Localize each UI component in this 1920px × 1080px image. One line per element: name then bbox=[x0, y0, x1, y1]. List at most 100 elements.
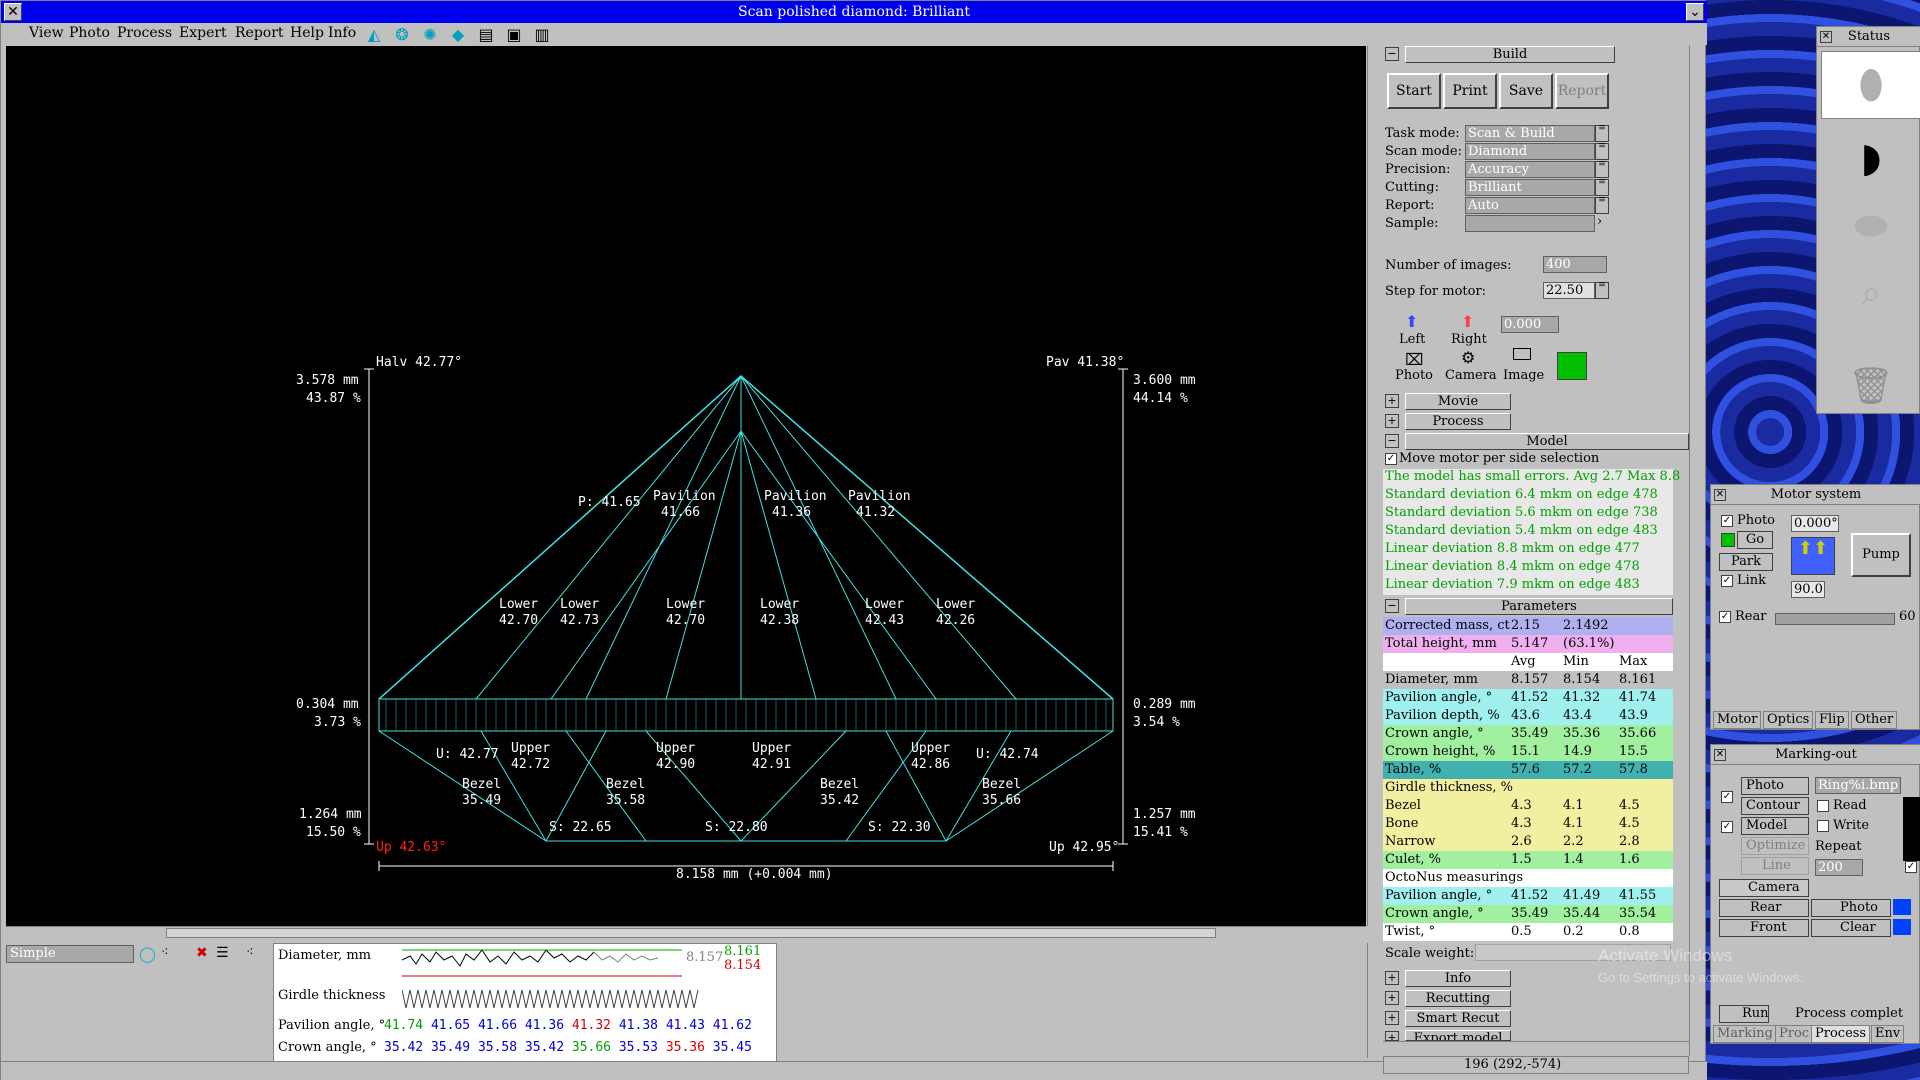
image-icon[interactable] bbox=[1513, 348, 1531, 360]
diamond-wire-icon[interactable]: ✺ bbox=[423, 25, 437, 44]
menu-expert[interactable]: Expert bbox=[179, 25, 227, 41]
recutting-header[interactable]: Recutting bbox=[1405, 990, 1511, 1007]
line-button[interactable]: Line bbox=[1741, 857, 1809, 875]
collapse-build-icon[interactable]: − bbox=[1385, 47, 1399, 61]
photo-checkbox[interactable]: ✓ bbox=[1721, 515, 1733, 527]
v-checkbox[interactable]: ✓ bbox=[1905, 861, 1917, 873]
expand-export-icon[interactable]: + bbox=[1385, 1031, 1399, 1041]
run-button[interactable]: Run bbox=[1719, 1005, 1769, 1023]
panel-hscrollbar[interactable] bbox=[1383, 1041, 1689, 1051]
tab-other[interactable]: Other bbox=[1851, 711, 1898, 729]
chevron-right-icon[interactable]: › bbox=[1597, 214, 1603, 229]
dropdown-icon[interactable]: ≡ bbox=[1595, 178, 1609, 196]
expand-movie-icon[interactable]: + bbox=[1385, 394, 1399, 408]
menu-photo[interactable]: Photo bbox=[69, 25, 110, 41]
scroll-thumb[interactable] bbox=[166, 928, 1216, 938]
precision-select[interactable]: Accuracy bbox=[1465, 161, 1595, 178]
parameters-header[interactable]: Parameters bbox=[1405, 598, 1673, 615]
expand-recutting-icon[interactable]: + bbox=[1385, 991, 1399, 1005]
motor-speed-field[interactable]: 90.0 bbox=[1791, 581, 1825, 598]
build-header[interactable]: Build bbox=[1405, 46, 1615, 63]
images-field[interactable]: 400 bbox=[1543, 256, 1607, 273]
close-icon[interactable]: ✕ bbox=[1714, 749, 1726, 761]
save-button[interactable]: Save bbox=[1499, 73, 1553, 109]
angle-field[interactable]: 0.000 bbox=[1501, 316, 1559, 333]
sample-select[interactable] bbox=[1465, 215, 1595, 232]
dropdown-icon[interactable]: ≡ bbox=[1595, 160, 1609, 178]
tab-motor[interactable]: Motor bbox=[1713, 711, 1762, 729]
line-value-field[interactable]: 200 bbox=[1815, 859, 1863, 876]
list-icon[interactable]: ☰ bbox=[216, 945, 229, 961]
report-select[interactable]: Auto bbox=[1465, 197, 1595, 214]
preview-icon[interactable]: ▥ bbox=[534, 25, 550, 44]
bottom-scrollbar[interactable] bbox=[1367, 943, 1381, 1058]
diamond-side-icon[interactable]: ◭ bbox=[367, 25, 381, 44]
cutting-select[interactable]: Brilliant bbox=[1465, 179, 1595, 196]
stone-icon[interactable]: ⬮ bbox=[1821, 51, 1920, 119]
menu-info[interactable]: Info bbox=[328, 25, 357, 41]
photo-icon[interactable]: ⌧ bbox=[1405, 350, 1424, 369]
tab-marking[interactable]: Marking bbox=[1713, 1025, 1778, 1043]
contour-button[interactable]: Contour bbox=[1741, 797, 1809, 815]
right-rotate-icon[interactable]: ⬆ bbox=[1461, 312, 1475, 331]
motor-angle-field[interactable]: 0.000° bbox=[1791, 515, 1839, 532]
diamond-icon[interactable]: ◆ bbox=[451, 25, 465, 44]
canvas-horizontal-scrollbar[interactable] bbox=[6, 926, 1366, 940]
write-checkbox[interactable] bbox=[1817, 820, 1829, 832]
model-checkbox[interactable]: ✓ bbox=[1721, 821, 1733, 833]
menu-process[interactable]: Process bbox=[117, 25, 173, 41]
file-field[interactable]: Ring%i.bmp bbox=[1815, 777, 1901, 794]
collapse-icon[interactable]: ⌄ bbox=[1686, 3, 1704, 21]
tab-optics[interactable]: Optics bbox=[1763, 711, 1814, 729]
dots2-icon[interactable]: ⁖ bbox=[246, 945, 254, 960]
close-icon[interactable]: ✕ bbox=[1714, 489, 1726, 501]
close-icon[interactable]: ✕ bbox=[1820, 31, 1832, 43]
task-mode-select[interactable]: Scan & Build bbox=[1465, 125, 1595, 142]
photo-checkbox[interactable]: ✓ bbox=[1721, 791, 1733, 803]
start-button[interactable]: Start bbox=[1387, 73, 1441, 109]
trash-icon[interactable]: 🗑 bbox=[1848, 366, 1894, 407]
smart-recut-header[interactable]: Smart Recut bbox=[1405, 1010, 1511, 1027]
park-button[interactable]: Park bbox=[1719, 553, 1773, 571]
close-icon[interactable]: ✕ bbox=[4, 3, 22, 21]
collapse-model-icon[interactable]: − bbox=[1385, 434, 1399, 448]
save-photo-icon[interactable] bbox=[1893, 899, 1911, 915]
tab-process[interactable]: Process bbox=[1811, 1025, 1871, 1043]
menu-help[interactable]: Help bbox=[290, 25, 324, 41]
expand-smart-recut-icon[interactable]: + bbox=[1385, 1011, 1399, 1025]
rear-button[interactable]: Rear bbox=[1719, 899, 1809, 917]
camera-icon[interactable]: ⚙ bbox=[1461, 348, 1476, 367]
tab-env[interactable]: Env bbox=[1871, 1025, 1905, 1043]
stone-shape-icon[interactable]: ⬬ bbox=[1853, 203, 1889, 249]
link-checkbox[interactable]: ✓ bbox=[1721, 575, 1733, 587]
photo2-button[interactable]: Photo bbox=[1811, 899, 1891, 917]
info-header[interactable]: Info bbox=[1405, 970, 1511, 987]
scale-weight-field[interactable] bbox=[1475, 944, 1671, 961]
dropdown-icon[interactable]: ≡ bbox=[1595, 124, 1609, 142]
collapse-params-icon[interactable]: − bbox=[1385, 599, 1399, 613]
camera-button[interactable]: Camera bbox=[1719, 879, 1809, 897]
error-icon[interactable]: ✖ bbox=[196, 945, 208, 961]
photo-button[interactable]: Photo bbox=[1741, 777, 1809, 795]
menu-report[interactable]: Report bbox=[235, 25, 284, 41]
stepper-icon[interactable]: ≡ bbox=[1595, 281, 1609, 299]
clear-button[interactable]: Clear bbox=[1811, 919, 1891, 937]
menu-view[interactable]: View bbox=[29, 25, 64, 41]
circle-icon[interactable]: ◯ bbox=[139, 945, 156, 963]
diamond-view-canvas[interactable]: Halv 42.77° Pav 41.38° 3.578 mm 43.87 % … bbox=[6, 46, 1366, 926]
tab-flip[interactable]: Flip bbox=[1815, 711, 1849, 729]
right-panel-scrollbar[interactable] bbox=[1689, 46, 1703, 1056]
scanner-icon[interactable]: ◗ bbox=[1860, 135, 1882, 181]
left-rotate-icon[interactable]: ⬆ bbox=[1405, 312, 1419, 331]
dropdown-icon[interactable]: ≡ bbox=[1595, 142, 1609, 160]
model-header[interactable]: Model bbox=[1405, 433, 1689, 450]
export-model-header[interactable]: Export model bbox=[1405, 1030, 1511, 1041]
mode-select[interactable]: Simple bbox=[6, 945, 134, 963]
rotate-buttons-icon[interactable]: ⬆⬆ bbox=[1791, 537, 1835, 575]
model-button[interactable]: Model bbox=[1741, 817, 1809, 835]
optimize-button[interactable]: Optimize bbox=[1741, 837, 1809, 855]
move-motor-checkbox[interactable]: ✓ bbox=[1385, 453, 1397, 465]
read-checkbox[interactable] bbox=[1817, 800, 1829, 812]
report-button[interactable]: Report bbox=[1555, 73, 1609, 109]
save-clear-icon[interactable] bbox=[1893, 919, 1911, 935]
